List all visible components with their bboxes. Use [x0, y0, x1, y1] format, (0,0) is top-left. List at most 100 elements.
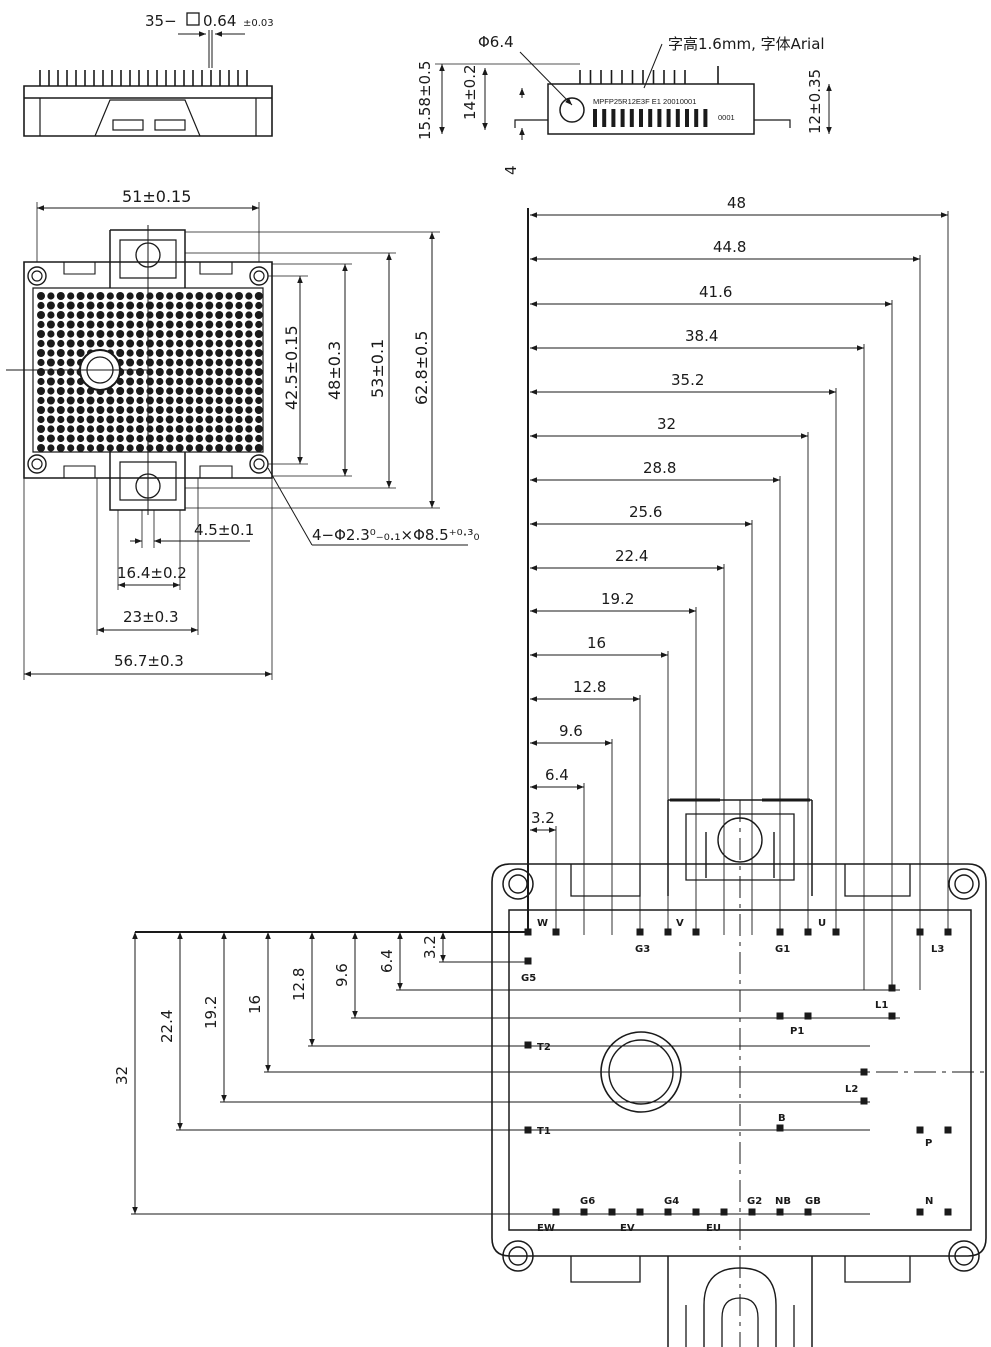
- label-window: [675, 109, 680, 127]
- pin-fin: [96, 320, 104, 329]
- pin-fin: [225, 292, 233, 300]
- pin-fin: [116, 320, 124, 329]
- pin-fin: [235, 330, 243, 338]
- pin-fin: [245, 425, 253, 433]
- pin-fin: [77, 396, 85, 405]
- pin-fin: [195, 425, 204, 433]
- pin-fin: [235, 415, 243, 424]
- pin-pad: [944, 1126, 952, 1134]
- pin-fin: [136, 358, 144, 367]
- pin-fin: [254, 349, 263, 357]
- pin-fin: [86, 339, 95, 348]
- pin-fin: [96, 301, 104, 310]
- pin-fin: [254, 330, 263, 338]
- pin-fin: [86, 320, 95, 329]
- pin-fin: [225, 387, 233, 395]
- pin-fin: [176, 301, 184, 310]
- label-window: [602, 109, 607, 127]
- pin-fin: [205, 301, 214, 310]
- pin-fin: [244, 434, 253, 443]
- pin-fin: [205, 311, 213, 319]
- pin-fin: [255, 320, 263, 329]
- pin-fin: [46, 434, 55, 443]
- pin-fin: [126, 377, 135, 386]
- pin-fin: [76, 349, 85, 357]
- pin-fin: [215, 311, 224, 319]
- pin-fin: [205, 377, 214, 386]
- pin-fin: [37, 339, 45, 348]
- pin-fin: [77, 339, 85, 348]
- pin-fin: [116, 425, 125, 433]
- pin-fin: [254, 444, 263, 452]
- pin-fin: [86, 301, 95, 310]
- pin-label-g3: G3: [635, 944, 650, 955]
- pin-fin: [116, 292, 125, 300]
- pin-label-g1: G1: [775, 944, 790, 955]
- dim-62-8: 62.8±0.5: [412, 331, 431, 405]
- dim-15-58: 15.58±0.5: [416, 61, 434, 140]
- pin-fin: [175, 368, 184, 376]
- pin-label-g6: G6: [580, 1196, 595, 1207]
- pin-fin: [67, 444, 75, 452]
- pin-fin: [145, 358, 154, 367]
- label-window: [694, 109, 699, 127]
- pin-fin: [96, 311, 105, 319]
- pin-fin: [205, 434, 214, 443]
- pin-fin: [37, 368, 45, 376]
- pin-fin: [56, 425, 65, 433]
- pin-fin: [126, 349, 134, 357]
- pin-fin: [155, 292, 164, 300]
- pin-fin: [166, 387, 174, 395]
- pin-fin: [195, 358, 203, 367]
- pin-fin: [156, 415, 164, 424]
- pin-fin: [175, 349, 184, 357]
- pin-fin: [76, 444, 85, 452]
- pin-fin: [195, 301, 203, 310]
- pin-fin: [56, 444, 65, 452]
- pin-fin: [56, 330, 65, 338]
- pin-fin: [195, 406, 204, 414]
- pin-fin: [255, 415, 263, 424]
- pin-fin: [215, 396, 223, 405]
- pin-fin: [185, 406, 194, 414]
- pin-fin: [77, 320, 85, 329]
- pin-fin: [116, 387, 125, 395]
- pin-pad: [692, 928, 700, 936]
- pin-fin: [136, 311, 144, 319]
- pin-fin: [166, 349, 174, 357]
- label-windows: [593, 109, 708, 127]
- pin-fin: [37, 320, 45, 329]
- pin-fin: [145, 415, 154, 424]
- pin-fin: [245, 444, 253, 452]
- pin-fin: [205, 339, 214, 348]
- horizontal-dimensions: 4844.841.638.435.23228.825.622.419.21612…: [530, 194, 949, 990]
- v-dim-label: 3.2: [421, 935, 439, 959]
- pin-fin: [225, 320, 234, 329]
- pin-pad: [608, 1208, 616, 1216]
- pin-fin: [195, 415, 203, 424]
- pin-fin: [215, 349, 224, 357]
- pin-fin: [126, 396, 135, 405]
- dim-51: 51±0.15: [122, 187, 191, 206]
- pin-fin: [205, 358, 214, 367]
- pin-fin: [86, 330, 95, 338]
- pin-fin: [245, 292, 253, 300]
- pin-fin: [244, 377, 253, 386]
- pin-fin: [136, 339, 144, 348]
- pin-pad: [888, 984, 896, 992]
- pin-fin: [136, 330, 144, 338]
- pin-fin: [165, 377, 174, 386]
- pin-fin: [254, 311, 263, 319]
- pin-fin: [146, 425, 154, 433]
- pin-fin: [156, 434, 164, 443]
- pin-fin: [106, 320, 115, 329]
- pin-fin: [47, 292, 55, 300]
- pin-fin: [46, 415, 55, 424]
- pin-pad: [944, 928, 952, 936]
- pin-fin: [155, 406, 164, 414]
- pin-fin: [166, 444, 174, 452]
- dim-23: 23±0.3: [123, 608, 179, 626]
- pin-fin: [116, 406, 125, 414]
- pin-fin: [195, 444, 204, 452]
